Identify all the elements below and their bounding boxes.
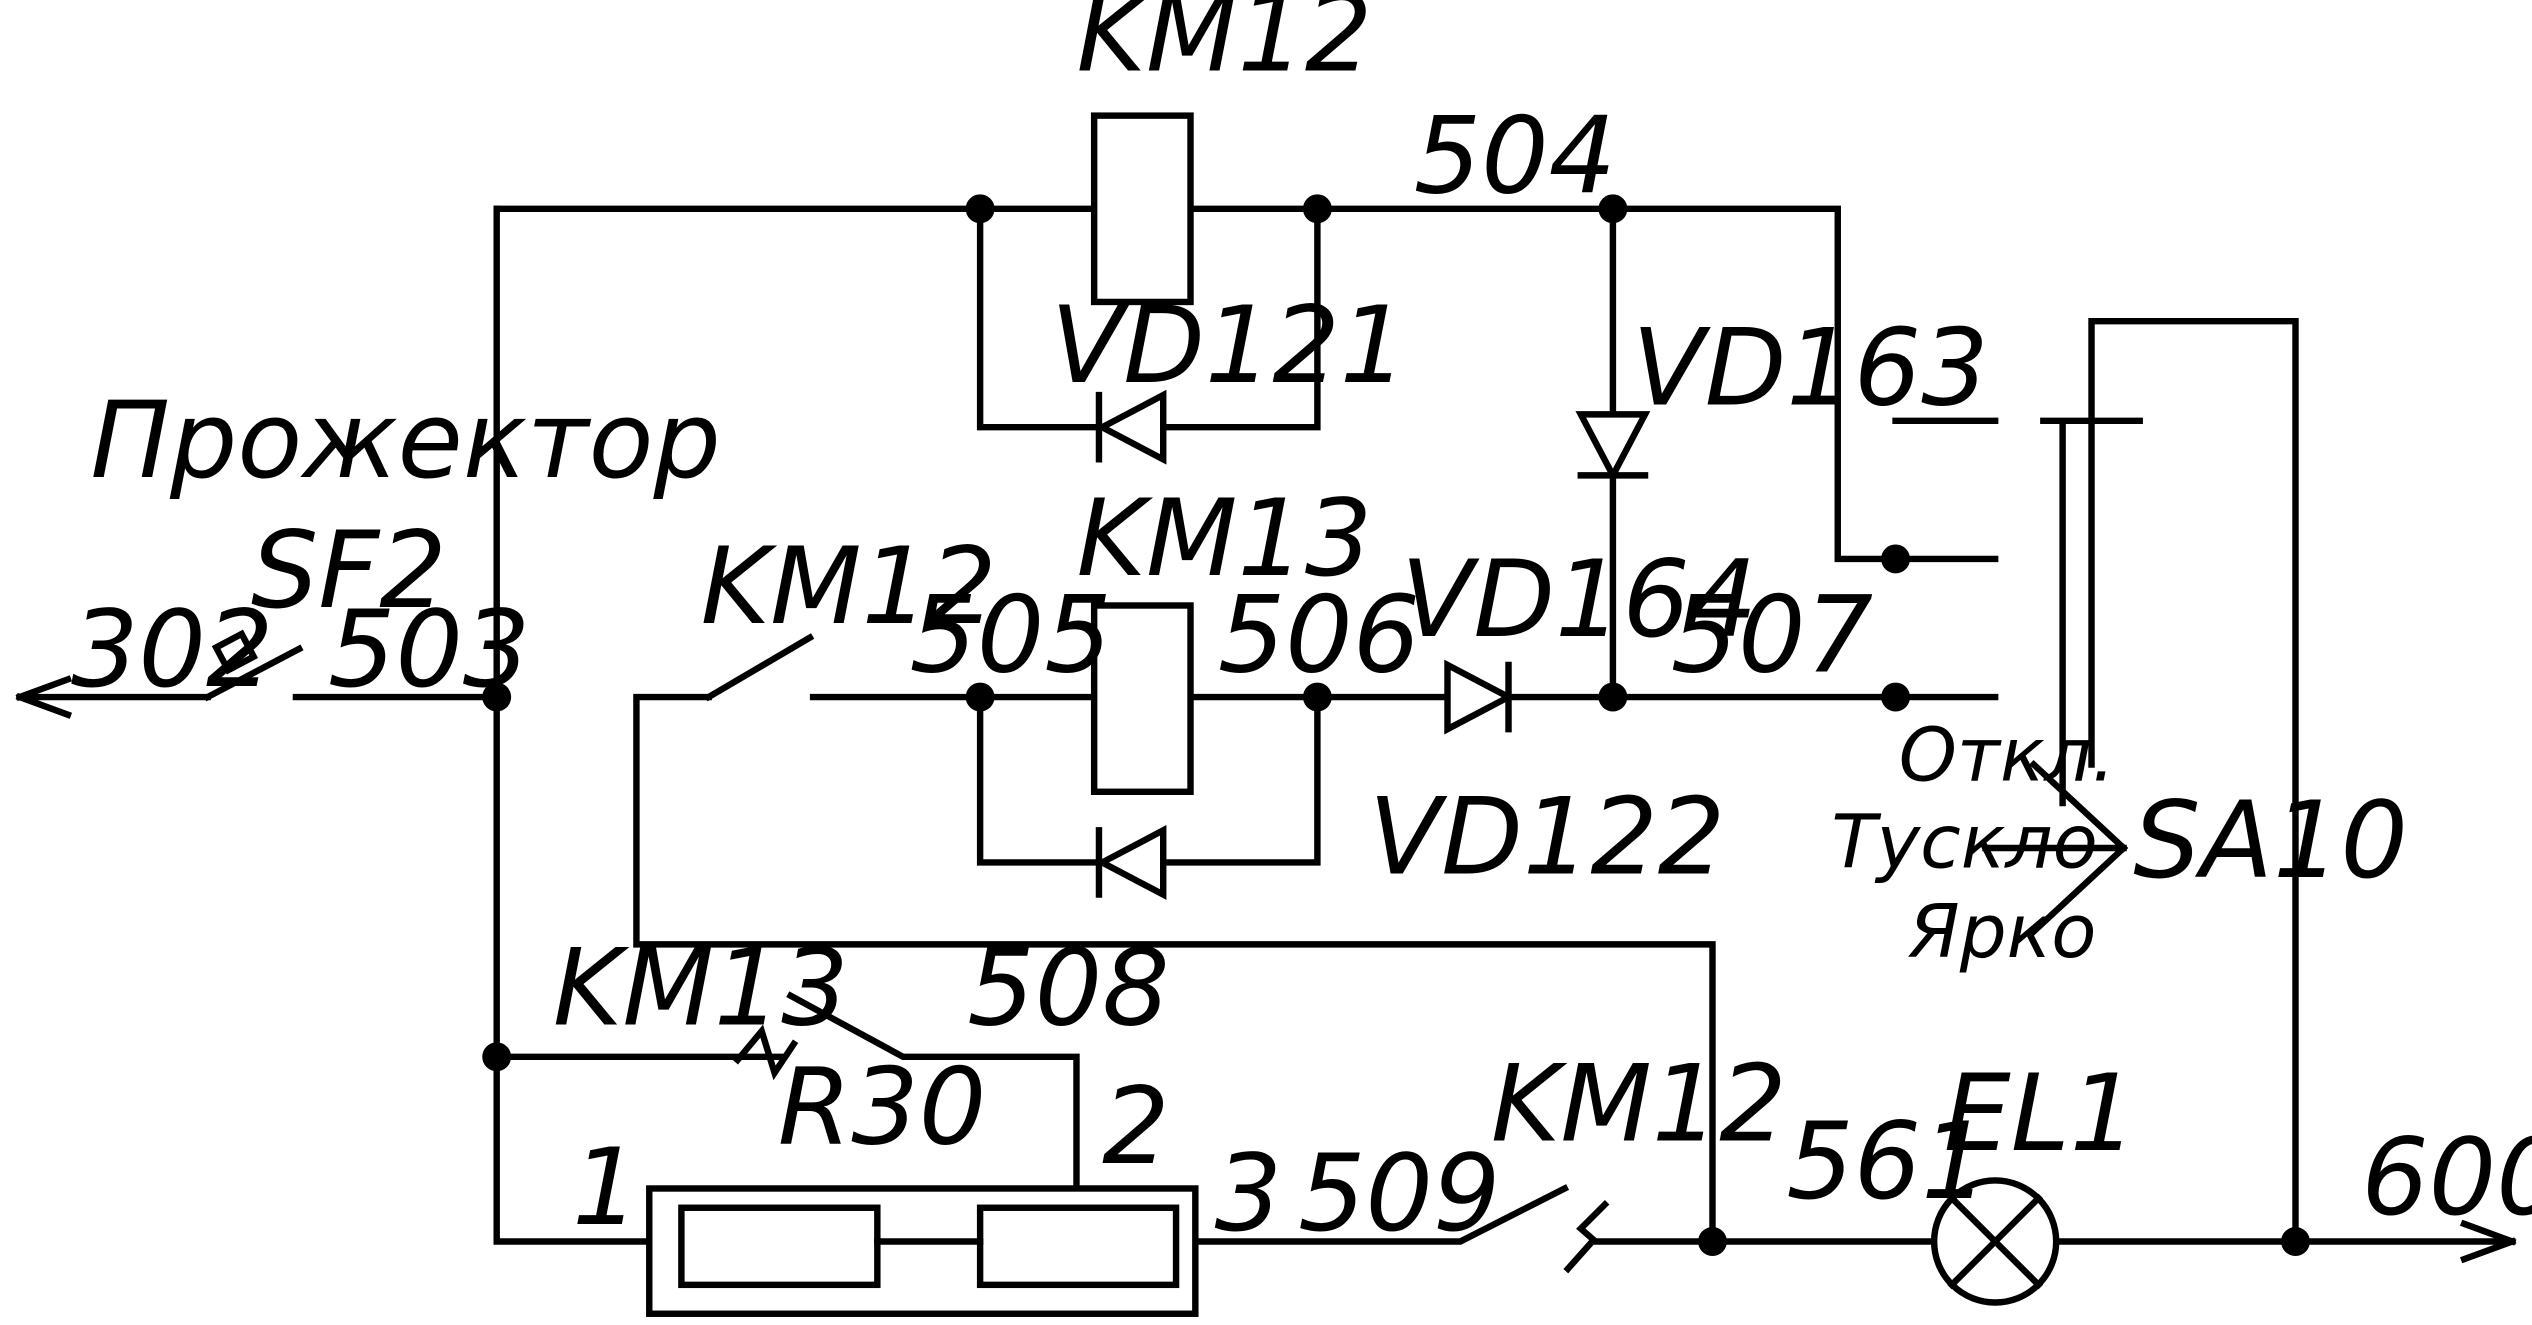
right-rail: [2088, 318, 2299, 1245]
label-pin-3: 3: [1215, 1132, 1282, 1255]
label-sa10-off: Откл.: [1899, 713, 2115, 799]
label-vd121: VD121: [1051, 284, 1407, 407]
vd122-diode: [1095, 825, 1167, 900]
label-vd122: VD122: [1369, 776, 1725, 899]
el1-lamp: [1930, 1177, 2060, 1306]
label-el1: EL1: [1944, 1052, 2137, 1175]
label-wire-503: 503: [328, 588, 530, 711]
label-km13-coil: KM13: [1076, 477, 1372, 600]
label-sa10: SA10: [2133, 779, 2408, 902]
label-km12-contact-bottom: KM12: [1491, 1042, 1787, 1165]
sf2-breaker: [203, 629, 304, 702]
label-wire-505: 505: [909, 573, 1111, 696]
label-pin-1: 1: [572, 1126, 639, 1249]
label-r30: R30: [778, 1046, 987, 1169]
label-sa10-bright: Ярко: [1907, 889, 2096, 975]
km12-bottom-contact-tick: [1563, 1200, 1610, 1274]
km13-contact-tick: [733, 1024, 799, 1081]
km12-coil: [1090, 112, 1194, 306]
label-wire-507: 507: [1671, 573, 1873, 696]
vd163-diode: [1575, 411, 1651, 483]
km12-contact-loop: [633, 693, 1716, 1245]
vd121-loop: [976, 205, 1321, 431]
km12-contact-blade-top: [704, 633, 815, 702]
sa10-leaders: [1982, 759, 2129, 937]
label-km12-coil: KM12: [1076, 0, 1372, 96]
label-projector: Прожектор: [90, 379, 720, 502]
wire-509: [1172, 1184, 1570, 1245]
label-wire-302: 302: [71, 588, 273, 711]
r30-resistor: [646, 1185, 1199, 1317]
label-km12-contact-top: KM12: [701, 525, 997, 648]
label-wire-561: 561: [1786, 1100, 1988, 1223]
label-sf2: SF2: [251, 509, 447, 632]
vd164-diode: [1444, 659, 1516, 735]
label-vd164: VD164: [1401, 538, 1757, 661]
label-wire-508: 508: [967, 927, 1169, 1050]
wire-302: [15, 675, 211, 719]
km13-coil: [1090, 602, 1194, 795]
label-km13-contact: KM13: [553, 927, 849, 1050]
label-wire-504: 504: [1414, 95, 1616, 218]
km13-contact-blade: [786, 991, 1080, 1208]
label-vd163: VD163: [1632, 307, 1988, 430]
label-wire-506: 506: [1218, 573, 1420, 696]
label-pin-2: 2: [1102, 1065, 1169, 1188]
label-wire-600: 600: [2361, 1116, 2532, 1239]
junctions: [482, 194, 2310, 1256]
vd121-diode: [1095, 389, 1167, 465]
vd122-loop: [976, 693, 1321, 866]
sa10-contacts: [1892, 417, 2143, 807]
label-wire-509: 509: [1298, 1132, 1500, 1255]
left-bus: [493, 205, 685, 1245]
label-sa10-dim: Тускло: [1831, 799, 2097, 885]
